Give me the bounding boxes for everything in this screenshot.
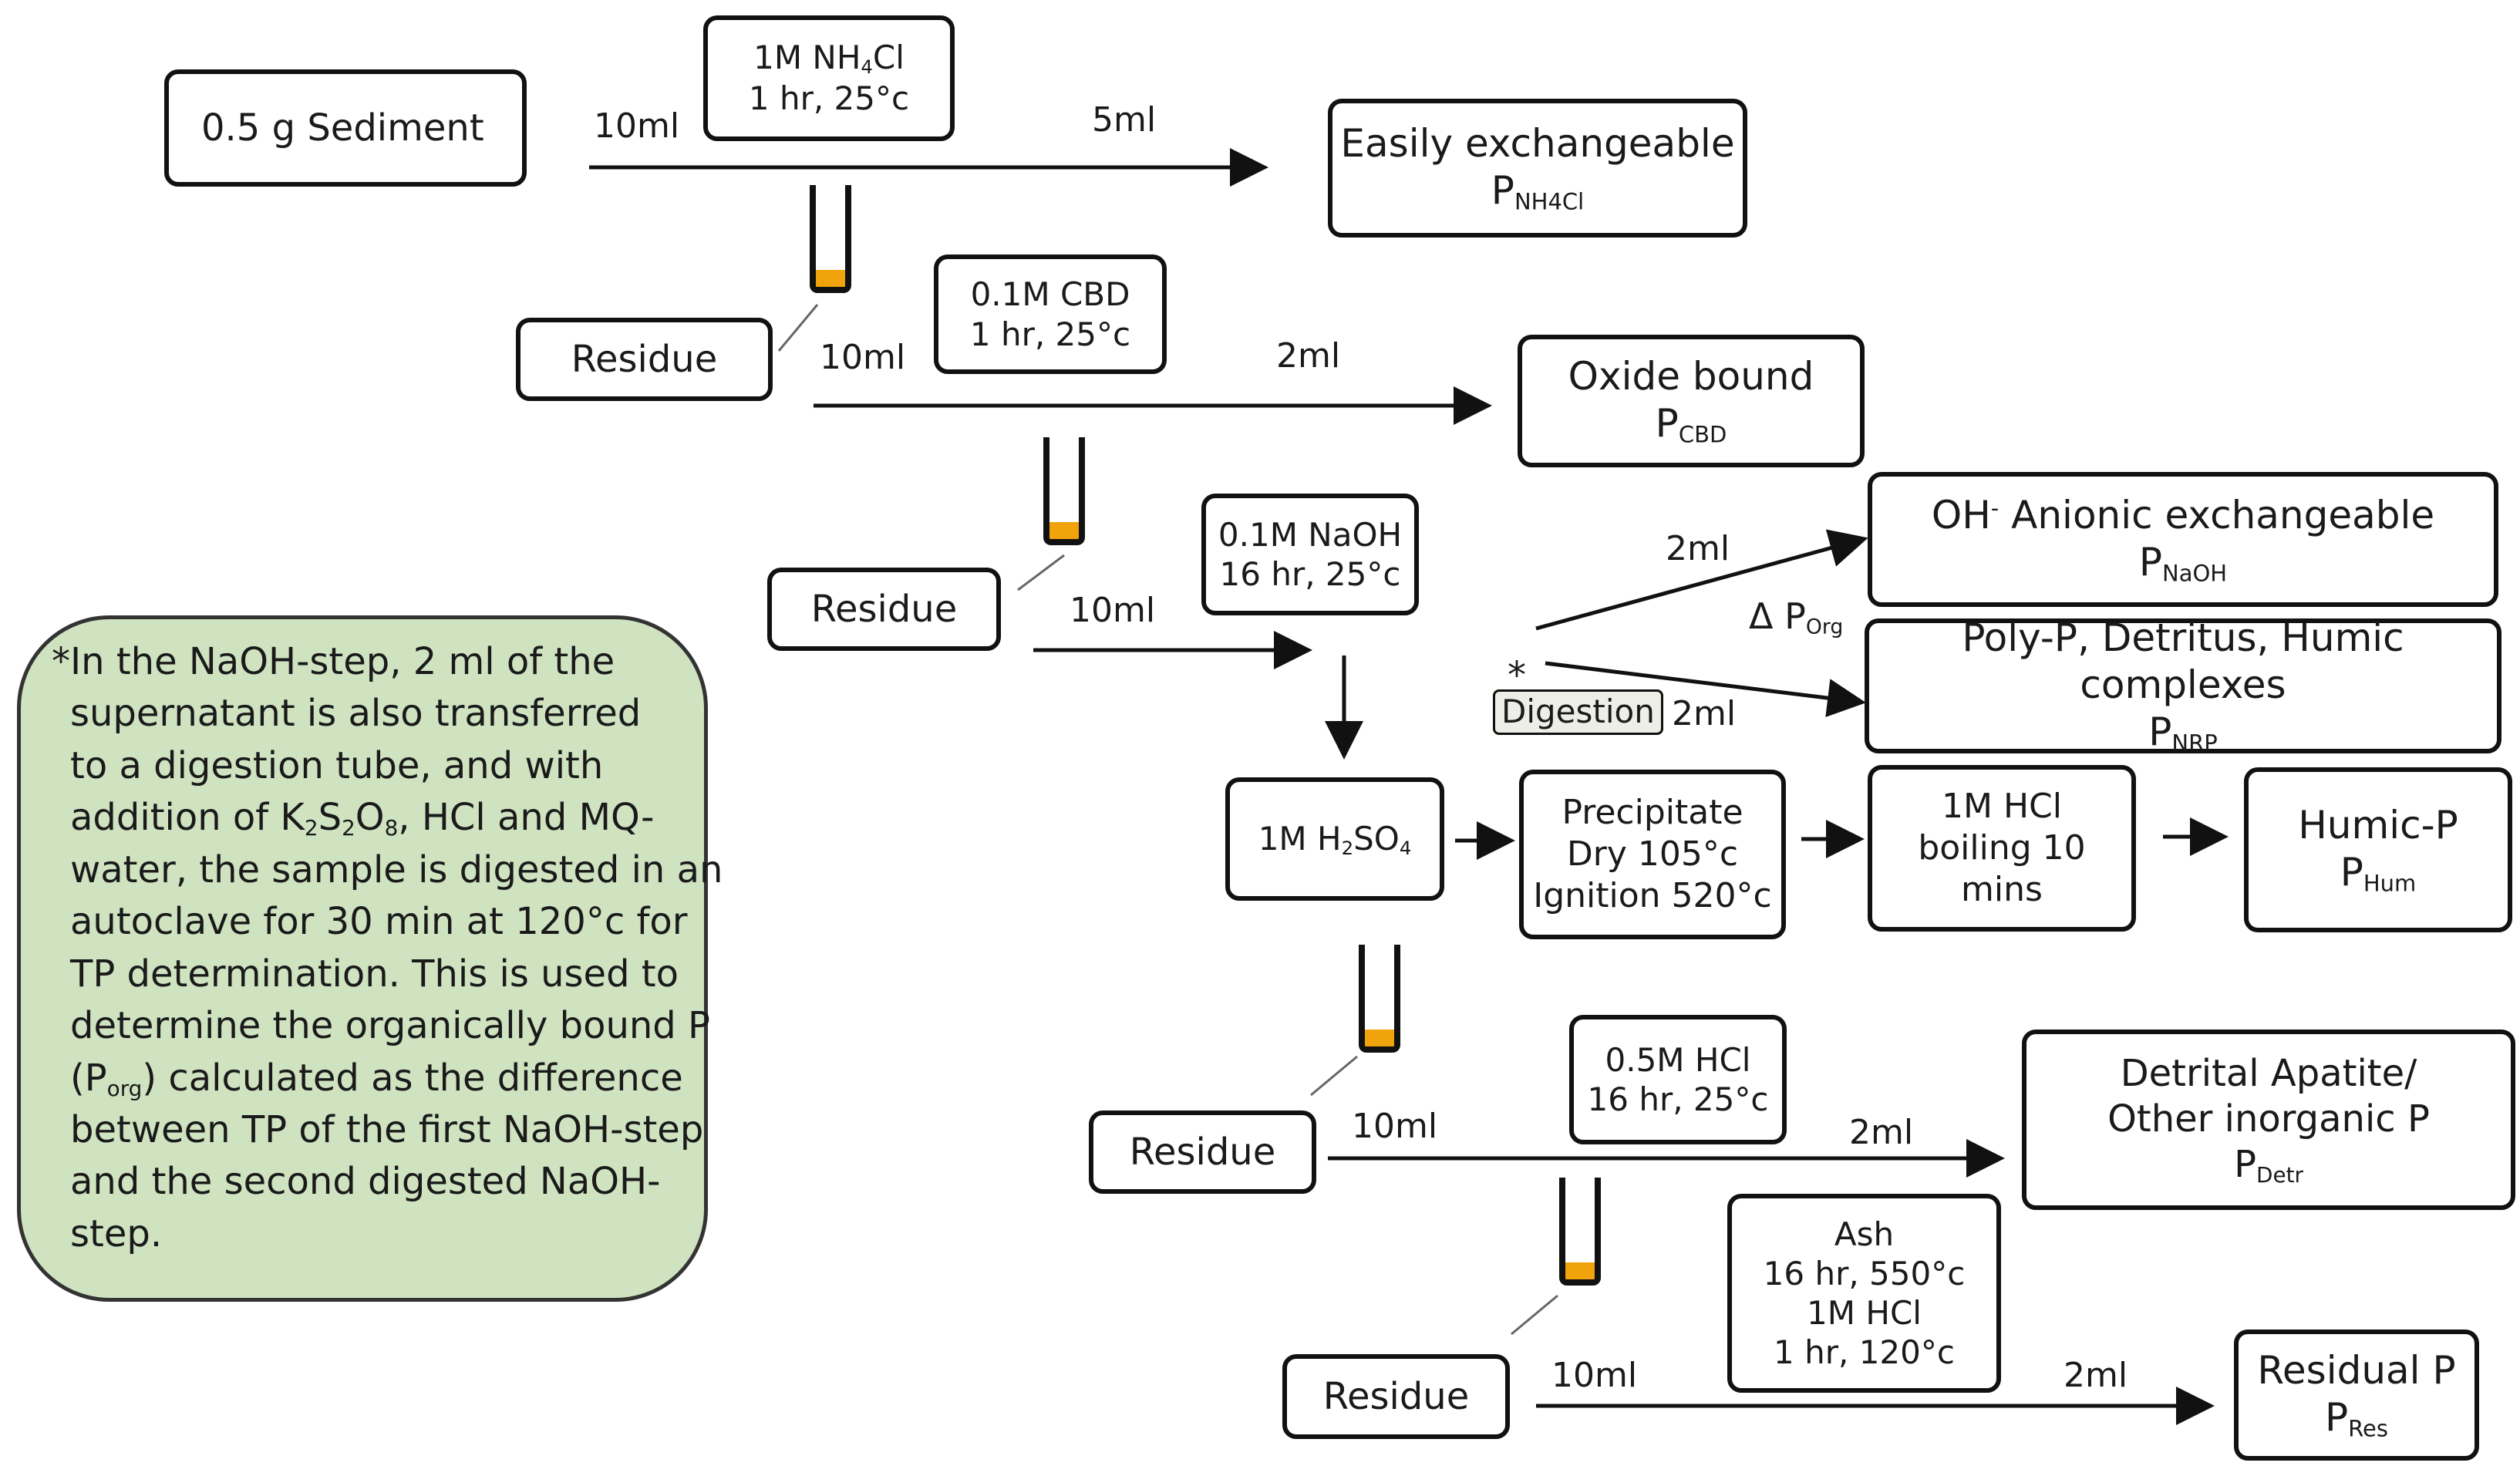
tube-link-1	[777, 304, 819, 352]
p-detr: PDetr	[2234, 1142, 2303, 1188]
vol-out-2: 2ml	[1276, 336, 1341, 376]
reagent-ash: Ash	[1834, 1215, 1895, 1253]
note-line: TP determination. This is used to	[70, 952, 679, 996]
cond-ash-3: 1 hr, 120°c	[1774, 1333, 1955, 1372]
tube-link-3	[1310, 1055, 1358, 1097]
reagent-cbd-box: 0.1M CBD 1 hr, 25°c	[934, 254, 1167, 374]
note-line: autoclave for 30 min at 120°c for	[70, 900, 688, 944]
hcl-boiling-box: 1M HCl boiling 10 mins	[1868, 765, 2136, 932]
reagent-naoh: 0.1M NaOH	[1218, 515, 1403, 554]
precip-dry: Dry 105°c	[1566, 834, 1739, 875]
reagent-nh4cl-box: 1M NH4Cl 1 hr, 25°c	[703, 15, 955, 141]
anionic-label: OH- Anionic exchangeable	[1931, 492, 2435, 538]
reagent-cbd: 0.1M CBD	[970, 275, 1130, 314]
h2so4-box: 1M H2SO4	[1225, 777, 1444, 901]
residue-box-1: Residue	[516, 318, 773, 401]
result-easily-exchangeable: Easily exchangeable PNH4Cl	[1328, 99, 1747, 238]
detrital-label-2: Other inorganic P	[2107, 1097, 2430, 1141]
note-line: (Porg) calculated as the difference	[70, 1056, 683, 1101]
residue-label-2: Residue	[810, 587, 958, 631]
reagent-nh4cl: 1M NH4Cl	[753, 39, 905, 79]
result-residual-p: Residual P PRes	[2234, 1330, 2479, 1461]
note-line: addition of K2S2O8, HCl and MQ-	[70, 796, 655, 841]
hcl-boil-label: 1M HCl	[1942, 787, 2062, 827]
arrow-anionic	[1535, 529, 1868, 631]
p-nh4cl: PNH4Cl	[1491, 168, 1585, 215]
result-easily-label: Easily exchangeable	[1340, 121, 1735, 167]
vol-in-5: 10ml	[1551, 1356, 1638, 1395]
tube-2	[1043, 437, 1085, 545]
p-nrp: PNRP	[2148, 709, 2218, 757]
vol-in-4: 10ml	[1352, 1107, 1438, 1146]
p-cbd: PCBD	[1655, 401, 1727, 448]
hcl-boil-cond: boiling 10 mins	[1918, 828, 2086, 909]
result-anionic-exchangeable: OH- Anionic exchangeable PNaOH	[1868, 472, 2498, 607]
precip-label: Precipitate	[1562, 793, 1743, 833]
tube-link-4	[1511, 1294, 1558, 1336]
result-oxide-label: Oxide bound	[1568, 354, 1814, 399]
tube-4	[1559, 1178, 1601, 1286]
sediment-box: 0.5 g Sediment	[164, 69, 527, 187]
vol-in-1: 10ml	[594, 106, 680, 146]
precipitate-box: Precipitate Dry 105°c Ignition 520°c	[1519, 770, 1786, 939]
reagent-hcl05: 0.5M HCl	[1605, 1040, 1751, 1079]
humic-label: Humic-P	[2298, 803, 2458, 848]
sediment-label: 0.5 g Sediment	[201, 106, 484, 150]
note-line: water, the sample is digested in an	[70, 848, 723, 891]
cond-ash-1: 16 hr, 550°c	[1763, 1254, 1966, 1292]
tube-3	[1359, 945, 1400, 1053]
delta-porg-label: Δ POrg	[1749, 595, 1844, 639]
residue-label-3: Residue	[1129, 1130, 1276, 1174]
vol-in-3: 10ml	[1070, 591, 1156, 630]
vol-out-5: 2ml	[2064, 1356, 2128, 1395]
result-detrital-apatite: Detrital Apatite/ Other inorganic P PDet…	[2022, 1030, 2515, 1210]
note-line: step.	[70, 1212, 163, 1255]
cond-ash-2: 1M HCl	[1807, 1294, 1922, 1332]
precip-ignition: Ignition 520°c	[1533, 875, 1772, 915]
result-poly-p: Poly-P, Detritus, Humic complexes PNRP	[1865, 615, 2501, 756]
digestion-label: Digestion	[1493, 689, 1663, 735]
naoh-footnote: *In the NaOH-step, 2 ml of the supernata…	[17, 615, 723, 1302]
nrp-label: Poly-P, Detritus, Humic complexes	[1962, 615, 2404, 708]
note-line: determine the organically bound P	[70, 1004, 710, 1048]
vol-naoh-up: 2ml	[1666, 529, 1730, 568]
note-line: between TP of the first NaOH-step	[70, 1107, 704, 1151]
residue-label-1: Residue	[571, 337, 718, 381]
note-line: and the second digested NaOH-	[70, 1160, 661, 1204]
detrital-label-1: Detrital Apatite/	[2120, 1052, 2417, 1096]
residue-box-3: Residue	[1089, 1110, 1316, 1194]
result-humic-p: Humic-P PHum	[2244, 767, 2512, 932]
p-res: PRes	[2325, 1395, 2388, 1442]
cond-nh4cl: 1 hr, 25°c	[748, 79, 910, 118]
vol-in-2: 10ml	[820, 338, 906, 377]
residual-label: Residual P	[2257, 1348, 2456, 1394]
reagent-ash-box: Ash 16 hr, 550°c 1M HCl 1 hr, 120°c	[1727, 1194, 2001, 1393]
cond-naoh: 16 hr, 25°c	[1219, 555, 1401, 593]
p-hum: PHum	[2340, 850, 2417, 897]
cond-cbd: 1 hr, 25°c	[969, 315, 1131, 353]
residue-box-4: Residue	[1282, 1354, 1510, 1439]
p-naoh: PNaOH	[2138, 539, 2228, 586]
note-line: *In the NaOH-step, 2 ml of the	[52, 640, 615, 683]
residue-box-2: Residue	[767, 568, 1001, 651]
note-line: supernatant is also transferred	[70, 692, 642, 736]
residue-label-4: Residue	[1322, 1374, 1470, 1418]
note-line: to a digestion tube, and with	[70, 743, 604, 787]
vol-naoh-down: 2ml	[1672, 694, 1737, 733]
cond-hcl05: 16 hr, 25°c	[1587, 1080, 1769, 1118]
h2so4-label: 1M H2SO4	[1258, 819, 1412, 859]
arrow-nrp	[1545, 661, 1866, 717]
tube-link-2	[1017, 554, 1065, 591]
vol-out-1: 5ml	[1092, 100, 1157, 140]
reagent-hcl05-box: 0.5M HCl 16 hr, 25°c	[1569, 1015, 1787, 1144]
vol-out-4: 2ml	[1849, 1113, 1914, 1152]
result-oxide-bound: Oxide bound PCBD	[1518, 335, 1865, 467]
reagent-naoh-box: 0.1M NaOH 16 hr, 25°c	[1201, 494, 1419, 615]
tube-1	[810, 185, 851, 293]
